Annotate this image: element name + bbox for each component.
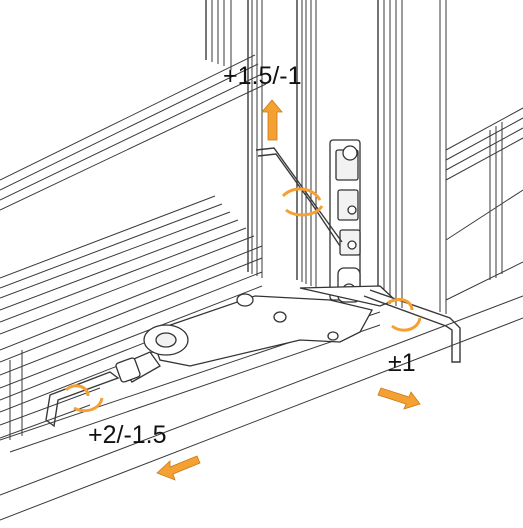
arrow-down-left-icon bbox=[156, 455, 201, 481]
vertical-frame-profiles bbox=[205, 0, 447, 314]
hinge-vertical-body bbox=[329, 139, 361, 303]
lateral-adjustment-label: ±1 bbox=[388, 349, 416, 377]
vertical-adjustment-label: +1.5/-1 bbox=[223, 62, 302, 90]
rotation-arrow-icon bbox=[64, 187, 422, 413]
hex-key-icon bbox=[45, 147, 461, 428]
arrow-up-icon bbox=[261, 99, 283, 141]
window-sash-frame bbox=[0, 54, 267, 440]
arrow-down-right-icon bbox=[377, 387, 421, 410]
horizontal-adjustment-label: +2/-1.5 bbox=[88, 421, 167, 449]
right-frame-section bbox=[445, 107, 523, 301]
